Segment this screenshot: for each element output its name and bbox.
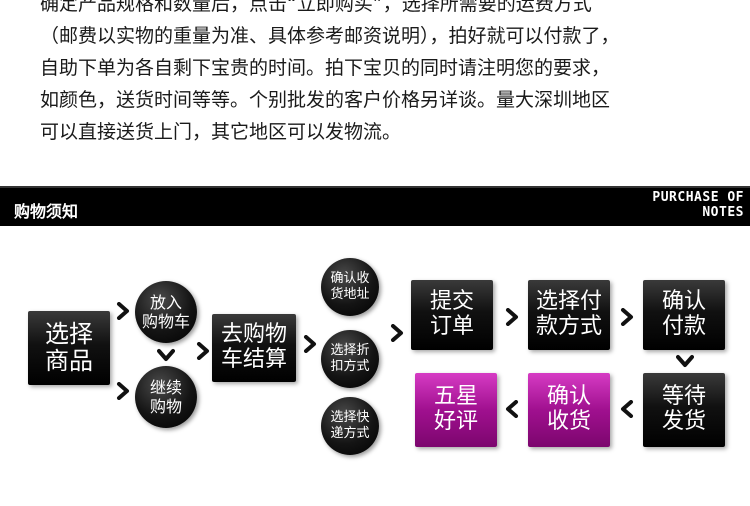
step-submit-order-label: 提交 订单 [429,289,474,339]
notes-title-cn: 购物须知 [14,202,79,221]
intro-line-3: 如颜色，送货时间等等。个别批发的客户价格另详谈。量大深圳地区 [40,89,611,111]
intro-line-4: 可以直接送货上门，其它地区可以发物流。 [40,121,402,143]
notes-title-en-line2: NOTES [702,205,744,220]
intro-text: 确定产品规格和数量后，点击“立即购买”，选择所需要的运费方式 （邮费以实物的重量… [40,0,740,148]
step-confirm-address: 确认收 货地址 [321,258,379,316]
step-confirm-payment: 确认 付款 [643,280,725,350]
step-select-product: 选择 商品 [28,311,110,385]
chevron-right-icon [301,335,319,353]
intro-line-1: （邮费以实物的重量为准、具体参考邮资说明），拍好就可以付款了， [40,25,620,47]
step-choose-discount-label: 选择折 扣方式 [330,343,370,374]
intro-line-2: 自助下单为各自剩下宝贵的时间。拍下宝贝的同时请注明您的要求， [40,57,611,79]
step-select-product-label: 选择 商品 [45,320,93,375]
chevron-left-icon [618,400,636,418]
step-confirm-address-label: 确认收 货地址 [330,271,370,302]
step-add-cart-label: 放入 购物车 [141,292,190,331]
step-five-star-review-label: 五星 好评 [433,384,478,434]
step-choose-payment: 选择付 款方式 [528,280,610,350]
notes-title-en-line1: PURCHASE OF [652,190,744,205]
chevron-right-icon [114,382,132,400]
chevron-right-icon [618,308,636,326]
step-continue-shopping: 继续 购物 [135,366,197,428]
chevron-down-icon [676,352,694,370]
step-confirm-payment-label: 确认 付款 [661,289,706,339]
step-wait-shipping-label: 等待 发货 [661,384,706,434]
step-confirm-receipt-label: 确认 收货 [546,384,591,434]
chevron-right-icon [114,302,132,320]
chevron-right-icon [194,342,212,360]
intro-line-0: 确定产品规格和数量后，点击“立即购买”，选择所需要的运费方式 [40,0,592,15]
step-choose-delivery-label: 选择快 递方式 [330,410,370,441]
step-wait-shipping: 等待 发货 [643,373,725,447]
notes-title-en: PURCHASE OF NOTES [652,190,744,220]
chevron-right-icon [503,308,521,326]
chevron-down-icon [157,346,175,364]
step-continue-shopping-label: 继续 购物 [149,377,182,416]
step-choose-payment-label: 选择付 款方式 [535,289,602,339]
purchase-notes-header: 购物须知 PURCHASE OF NOTES [0,186,750,226]
chevron-left-icon [503,400,521,418]
step-add-cart: 放入 购物车 [135,281,197,343]
step-confirm-receipt: 确认 收货 [528,373,610,447]
step-choose-delivery: 选择快 递方式 [321,397,379,455]
step-choose-discount: 选择折 扣方式 [321,330,379,388]
step-five-star-review: 五星 好评 [415,373,497,447]
step-checkout-label: 去购物 车结算 [220,322,287,372]
chevron-right-icon [388,324,406,342]
step-submit-order: 提交 订单 [411,280,493,350]
step-checkout: 去购物 车结算 [212,314,296,382]
